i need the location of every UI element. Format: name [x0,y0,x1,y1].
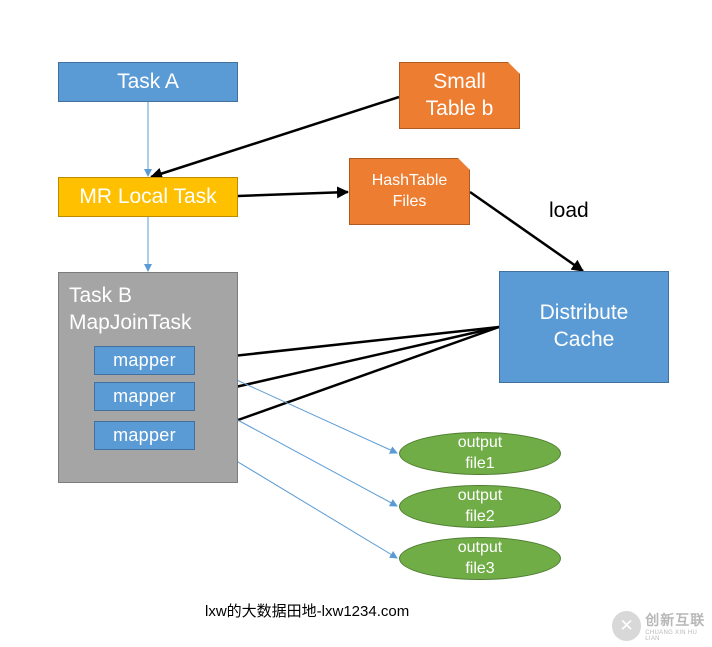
small-table-b-label: Small Table b [425,69,494,120]
watermark-en: CHUANG XIN HU LIAN [645,629,698,642]
output-file-label: output file2 [457,487,503,525]
mapper-node: mapper [94,421,195,450]
task-b-node: Task B MapJoinTask [58,272,238,483]
task-a-label: Task A [117,69,179,93]
watermark: ✕ 创新互联 CHUANG XIN HU LIAN [612,604,712,647]
output-file-node: output file3 [399,537,561,580]
output-file-label: output file3 [457,539,503,577]
mapper-label: mapper [113,425,176,445]
mr-local-task-label: MR Local Task [79,184,217,208]
hashtable-files-label: HashTable Files [371,172,448,210]
arrow-cache-to-mapper-2 [195,325,500,400]
mapper-node: mapper [94,382,195,411]
mapper-label: mapper [113,350,176,370]
logo-icon: ✕ [612,610,642,641]
task-a-node: Task A [58,62,238,102]
small-table-b-node: Small Table b [399,62,520,129]
watermark-text: 创新互联 CHUANG XIN HU LIAN [645,610,712,642]
arrow-small-table-to-local [150,95,400,180]
arrow-cache-to-mapper-1 [195,325,500,365]
output-file-node: output file1 [399,432,561,475]
watermark-cn: 创新互联 [645,611,706,628]
mapper-node: mapper [94,346,195,375]
output-file-label: output file1 [457,434,503,472]
distribute-cache-node: Distribute Cache [499,271,669,383]
arrow-cache-to-mapper-3 [195,325,500,437]
task-b-label: Task B MapJoinTask [69,284,192,334]
distribute-cache-label: Distribute Cache [539,301,629,351]
hashtable-files-node: HashTable Files [349,158,470,225]
load-edge-label: load [549,199,589,222]
arrow-hashtable-to-cache [469,190,584,273]
mr-local-task-node: MR Local Task [58,177,238,217]
arrow-local-to-hashtable [237,186,349,199]
output-file-node: output file2 [399,485,561,528]
footer-caption: lxw的大数据田地-lxw1234.com [205,603,410,620]
mapper-label: mapper [113,386,176,406]
